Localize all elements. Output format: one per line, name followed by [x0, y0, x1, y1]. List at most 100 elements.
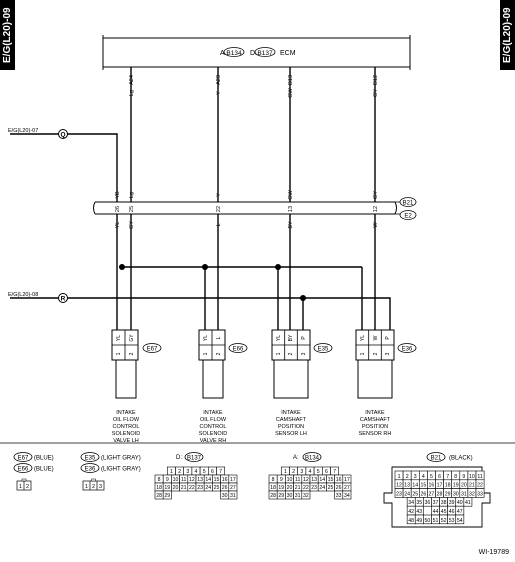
legend-b21-pin: 24 — [404, 491, 410, 497]
legend-d-pin: 4 — [195, 469, 198, 475]
legend-d-prefix: D: — [176, 455, 182, 461]
legend-a-conn: B134 — [305, 456, 320, 462]
legend-b21-pin: 14 — [412, 483, 418, 489]
legend-d-pin: 27 — [230, 485, 236, 491]
e67-pin2-num: 2 — [129, 352, 135, 355]
legend-d-pin: 20 — [173, 485, 179, 491]
ecm-d-connector: B137 — [257, 50, 273, 57]
legend-a-pin: 22 — [303, 485, 309, 491]
e36-pin1-num: 1 — [360, 352, 366, 355]
b21-color-y: Y — [216, 193, 222, 197]
legend-a-pin: 10 — [287, 477, 293, 483]
e35-pin1-num: 1 — [276, 352, 282, 355]
e36-pin3-num: 3 — [385, 352, 391, 355]
legend-a-pin: 29 — [278, 493, 284, 499]
legend-b21-pin: 53 — [449, 518, 455, 524]
legend-b21-pin: 7 — [446, 474, 449, 480]
e36-pin1-color: YL — [360, 335, 366, 341]
legend-a-pin: 17 — [344, 477, 350, 483]
legend-b21-color: (BLACK) — [449, 456, 473, 462]
b21-pin-13: 13 — [288, 206, 294, 212]
legend-b21-housing — [383, 466, 491, 528]
component-e67: YL 1 GY 2 E67 INTAKE OIL FLOW CONTROL SO… — [111, 329, 162, 444]
legend-d-pin: 11 — [181, 477, 186, 483]
legend-d-pin: 7 — [219, 469, 222, 475]
legend-3pin-2: 2 — [92, 484, 95, 490]
legend-2pin-2: 2 — [26, 484, 29, 490]
legend-b21-pin: 11 — [477, 474, 482, 480]
legend-3pin-3: 3 — [99, 484, 102, 490]
e67-name-3: CONTROL — [113, 424, 140, 430]
legend-d-pin: 30 — [222, 493, 228, 499]
e66-name-2: OIL FLOW — [200, 417, 227, 423]
legend-a-pin: 13 — [311, 477, 317, 483]
e66-pin2-num: 2 — [216, 352, 222, 355]
legend-d-pin: 15 — [214, 477, 220, 483]
e2-color-l: L — [216, 223, 222, 226]
legend-b21-pin: 36 — [425, 500, 431, 506]
ecm-d-connector-oval — [254, 47, 276, 57]
legend-a-pin: 23 — [311, 485, 317, 491]
joint-connector: B21 E2 — [93, 197, 417, 220]
ecm-d-prefix: D: — [250, 50, 257, 57]
legend-d-pin: 9 — [166, 477, 169, 483]
legend-d-pin: 21 — [181, 485, 187, 491]
legend-a-pin: 5 — [317, 469, 320, 475]
legend-b21-pin: 20 — [461, 483, 467, 489]
e66-pin1-color: YL — [203, 335, 209, 341]
legend-d-pin: 31 — [230, 493, 236, 499]
e67-name-4: SOLENOID — [112, 431, 140, 437]
legend-d-pin: 24 — [205, 485, 211, 491]
legend-b21-cell — [475, 488, 485, 498]
legend-d-pin: 16 — [222, 477, 228, 483]
b21-pin-26: 26 — [115, 206, 121, 212]
e35-pin2-num: 2 — [288, 352, 294, 355]
b21-color-lg: Lg — [129, 192, 135, 198]
legend-b21-pin: 35 — [416, 500, 422, 506]
legend-e36-color: (LIGHT GRAY) — [101, 467, 141, 473]
legend-e35-color: (LIGHT GRAY) — [101, 456, 141, 462]
legend-d-pin: 19 — [164, 485, 170, 491]
e67-name-5: VALVE LH — [113, 438, 139, 444]
joint-e2-label: E2 — [404, 214, 412, 220]
legend-b21-cell — [455, 514, 465, 525]
legend-b21-pin: 21 — [469, 483, 475, 489]
e36-name-4: SENSOR RH — [359, 431, 392, 437]
legend-b21-pin: 15 — [420, 483, 426, 489]
legend-b21-pin: 9 — [462, 474, 465, 480]
splice-dot — [300, 295, 306, 301]
e66-name-3: CONTROL — [200, 424, 227, 430]
component-e35: YL 1 BY 2 P 3 E35 INTAKE CAMSHAFT POSITI… — [271, 329, 333, 437]
figure-reference: WI-19789 — [478, 549, 509, 556]
legend-b21-pin: 28 — [437, 491, 443, 497]
legend-d-pin: 3 — [186, 469, 189, 475]
legend-a-pin: 3 — [300, 469, 303, 475]
e66-id: E66 — [233, 347, 244, 353]
legend-a-pin: 21 — [295, 485, 301, 491]
legend-a-pin: 26 — [336, 485, 342, 491]
legend-b21-pin: 19 — [453, 483, 459, 489]
legend-a-cell — [342, 490, 352, 500]
legend-d-cell — [162, 490, 172, 500]
e35-pin3-color: P — [301, 336, 307, 340]
legend-b21-pin: 16 — [429, 483, 435, 489]
e67-name-1: INTAKE — [116, 410, 136, 416]
legend-b21-pin: 2 — [406, 474, 409, 480]
joint-b21-label: B21 — [403, 201, 414, 207]
wire-color-a23: Y — [216, 91, 222, 95]
e35-id: E35 — [318, 347, 329, 353]
wire-color-d13: GW — [288, 87, 294, 97]
legend-d-pin: 25 — [214, 485, 220, 491]
legend-b21-pin: 50 — [425, 518, 431, 524]
legend-a-pin: 2 — [292, 469, 295, 475]
legend-d-conn: B137 — [187, 456, 202, 462]
e2-color-gy: GY — [129, 221, 135, 229]
legend-a-pin: 1 — [284, 469, 287, 475]
ref-q: E/G(L20)-07 Q — [8, 128, 68, 139]
e36-pin2-num: 2 — [373, 352, 379, 355]
legend-a-pin: 4 — [309, 469, 312, 475]
page-tab-right: E/G(L20)-09 — [500, 0, 515, 70]
ecm-pin-d12: D12 — [373, 75, 379, 85]
